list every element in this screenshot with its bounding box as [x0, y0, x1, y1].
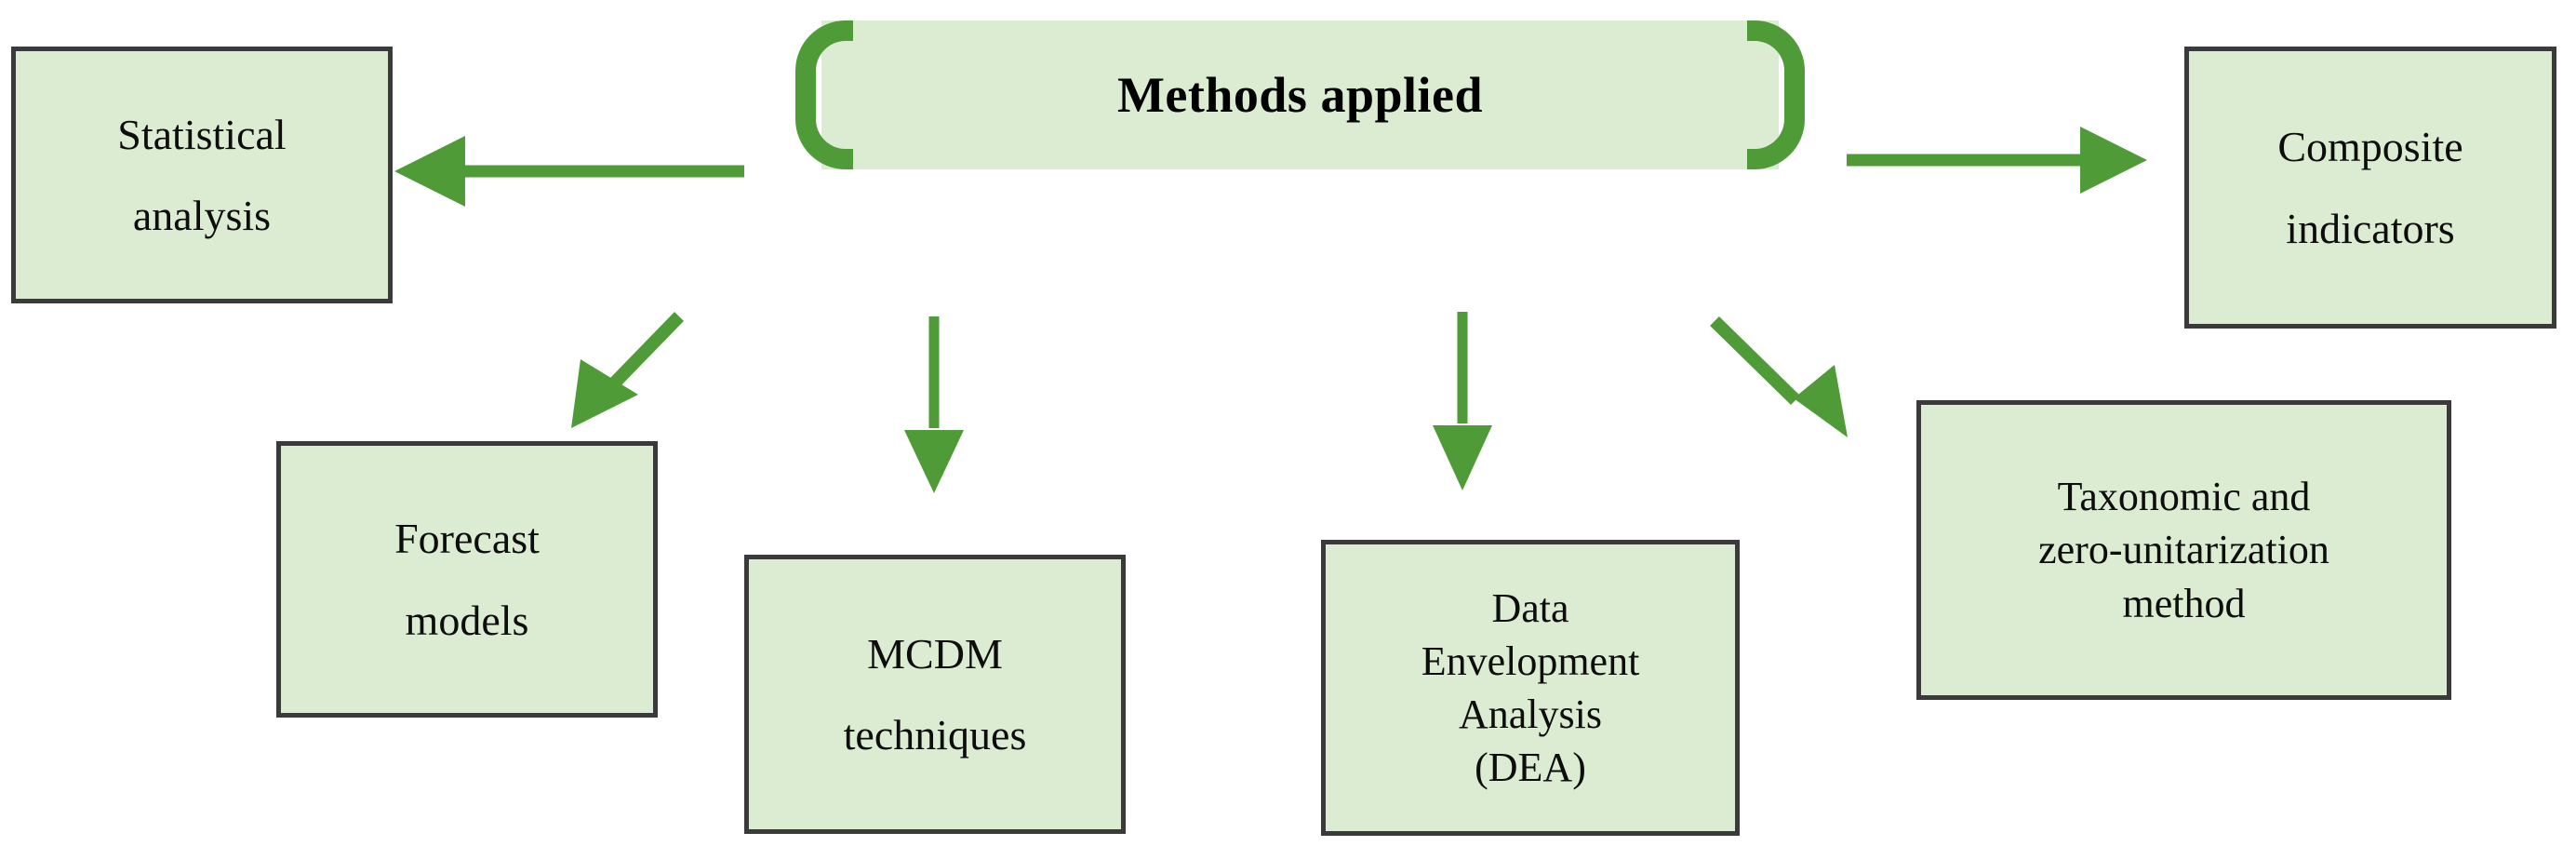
arrow-to-forecast-models — [571, 312, 685, 428]
node-taxonomic-zero-unitarization[interactable]: Taxonomic and zero-unitarization method — [1916, 400, 2451, 700]
arrow-to-taxonomic — [1710, 316, 1848, 437]
node-label-line: Taxonomic and — [2057, 474, 2311, 520]
node-label-line: Analysis — [1459, 692, 1602, 737]
central-node-methods-applied[interactable]: Methods applied — [795, 20, 1805, 169]
hub-label: Methods applied — [1116, 67, 1484, 123]
node-label-line: zero-unitarization — [2038, 527, 2329, 573]
node-label-line: method — [2122, 580, 2246, 626]
node-label-line: Forecast — [394, 515, 540, 563]
node-label-line: (DEA) — [1475, 745, 1586, 791]
node-forecast-models[interactable]: Forecast models — [276, 441, 658, 718]
hub-fill — [821, 20, 1779, 169]
node-label-line: Composite — [2277, 123, 2463, 171]
node-label-line: analysis — [132, 192, 272, 239]
node-label-line: Envelopment — [1421, 638, 1640, 684]
node-label-line: models — [405, 596, 529, 644]
node-label-line: techniques — [843, 711, 1027, 759]
node-data-envelopment-analysis[interactable]: Data Envelopment Analysis (DEA) — [1321, 540, 1740, 836]
node-label-line: indicators — [2286, 204, 2455, 252]
node-label-line: MCDM — [867, 629, 1003, 678]
node-mcdm-techniques[interactable]: MCDM techniques — [744, 555, 1126, 834]
arrow-to-mcdm-techniques — [904, 316, 964, 493]
node-label-line: Statistical — [117, 110, 287, 158]
arrow-to-dea — [1433, 312, 1492, 490]
node-label-line: Data — [1491, 584, 1569, 631]
arrow-to-statistical-analysis — [394, 136, 744, 207]
node-composite-indicators[interactable]: Composite indicators — [2184, 47, 2556, 329]
arrow-to-composite-indicators — [1847, 127, 2147, 194]
node-statistical-analysis[interactable]: Statistical analysis — [11, 47, 393, 303]
